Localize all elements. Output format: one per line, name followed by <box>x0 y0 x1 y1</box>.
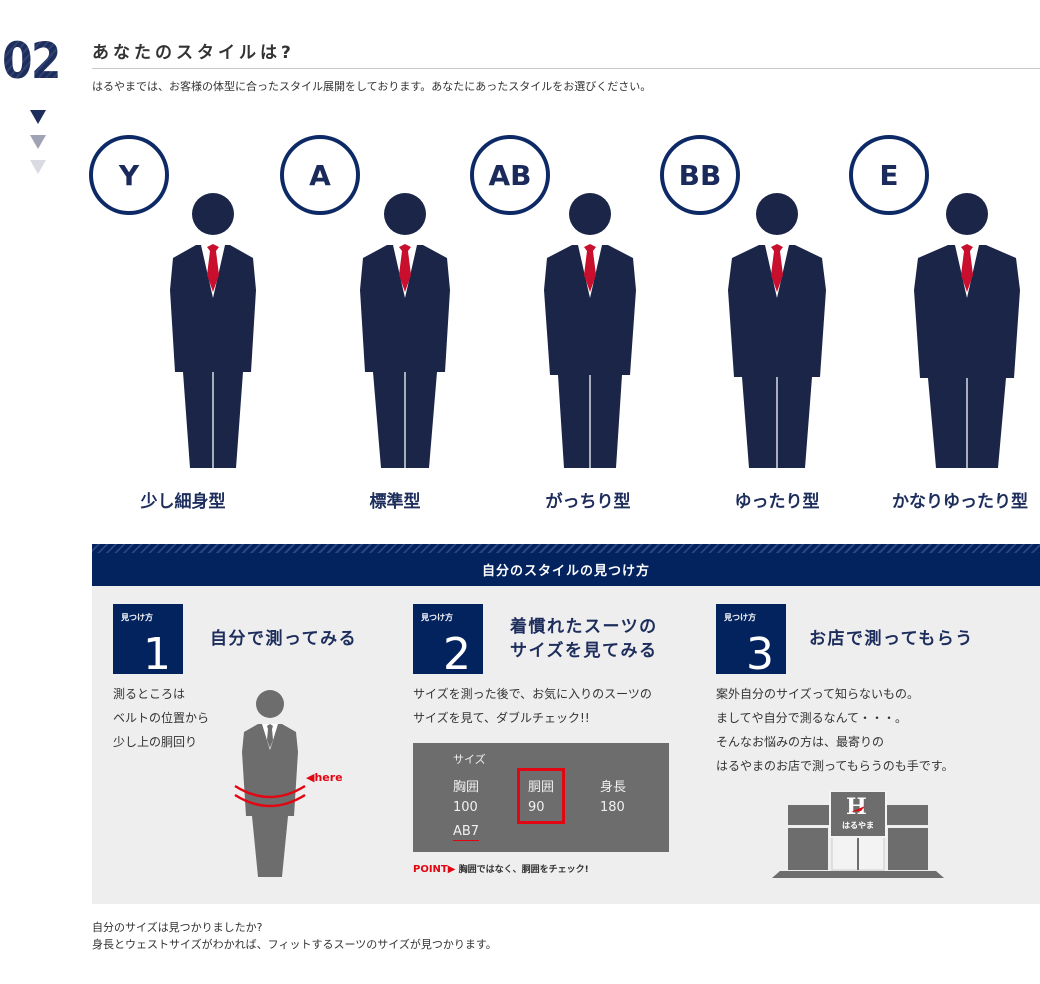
banner-stripe <box>92 544 1040 553</box>
method-3-box: 見つけ方 3 <box>716 604 786 680</box>
step-arrow-1-icon <box>30 110 46 124</box>
method-3-text: 案外自分のサイズって知らないもの。 ましてや自分で測るなんて・・・。 そんなお悩… <box>716 682 954 778</box>
store-front-icon: H はるやま <box>772 791 944 879</box>
section-subtitle: はるやまでは、お客様の体型に合ったスタイル展開をしております。あなたにあったスタ… <box>92 80 652 93</box>
method-tag: 見つけ方 <box>421 613 453 622</box>
method-2-text: サイズを測った後で、お気に入りのスーツの サイズを見て、ダブルチェック!! <box>413 682 652 730</box>
point-note: POINT▶ 胸囲ではなく、胴囲をチェック! <box>413 862 589 875</box>
method-tag: 見つけ方 <box>724 613 756 622</box>
point-text: 胸囲ではなく、胴囲をチェック! <box>458 865 589 875</box>
size-code: AB7 <box>453 824 480 841</box>
waist-label: 胴囲 <box>528 780 555 795</box>
here-marker: ◀here <box>306 771 343 784</box>
style-badge-ab: AB <box>470 135 550 215</box>
footer-line: 身長とウェストサイズがわかれば、フィットするスーツのサイズが見つかります。 <box>92 938 497 951</box>
method-1-box: 見つけ方 1 <box>113 604 183 680</box>
style-code: AB <box>488 158 532 192</box>
text-line: そんなお悩みの方は、最寄りの <box>716 735 885 749</box>
method-number: 3 <box>746 629 774 680</box>
style-badge-y: Y <box>89 135 169 215</box>
method-3-title: お店で測ってもらう <box>809 629 974 649</box>
style-label: 少し細身型 <box>140 492 226 512</box>
logo-swoosh-icon <box>851 806 865 812</box>
style-label: がっちり型 <box>545 492 631 512</box>
style-badge-e: E <box>849 135 929 215</box>
store-logo: H <box>846 794 867 820</box>
section-title: あなたのスタイルは? <box>92 43 295 63</box>
method-number: 1 <box>143 629 171 680</box>
method-2-title: 着慣れたスーツの サイズを見てみる <box>510 615 658 663</box>
size-heading: サイズ <box>453 753 486 766</box>
footer-line: 自分のサイズは見つかりましたか? <box>92 921 263 934</box>
style-label: ゆったり型 <box>734 492 820 512</box>
text-line: 案外自分のサイズって知らないもの。 <box>716 687 920 701</box>
footer-note: 自分のサイズは見つかりましたか? 身長とウェストサイズがわかれば、フィットするス… <box>92 919 497 953</box>
style-code: E <box>879 158 899 192</box>
style-label: かなりゆったり型 <box>892 492 1028 512</box>
title-divider <box>92 68 1040 69</box>
waist-value: 90 <box>528 800 545 815</box>
measuring-figure-icon <box>234 690 306 877</box>
style-label: 標準型 <box>369 492 421 512</box>
method-1-text: 測るところは ベルトの位置から 少し上の胴回り <box>113 682 209 754</box>
text-line: ましてや自分で測るなんて・・・。 <box>716 711 908 725</box>
method-number: 2 <box>443 629 471 680</box>
text-line: はるやまのお店で測ってもらうのも手です。 <box>716 759 954 773</box>
step-arrow-2-icon <box>30 135 46 149</box>
text-line: ベルトの位置から <box>113 711 210 725</box>
text-line: サイズを見て、ダブルチェック!! <box>413 711 590 725</box>
size-label-card: サイズ 胸囲 胴囲 身長 100 90 180 AB7 <box>413 743 669 852</box>
height-label: 身長 <box>600 780 627 795</box>
method-2-box: 見つけ方 2 <box>413 604 483 680</box>
height-value: 180 <box>600 800 625 815</box>
style-badge-a: A <box>280 135 360 215</box>
suit-figure-standard-icon <box>360 193 450 468</box>
text-line: 測るところは <box>113 687 186 701</box>
suit-figure-slim-icon <box>170 193 256 468</box>
guide-banner-title: 自分のスタイルの見つけ方 <box>481 564 650 579</box>
store-sign: はるやま <box>842 821 874 830</box>
suit-figure-relaxed-icon <box>728 193 826 468</box>
step-arrow-3-icon <box>30 160 46 174</box>
style-code: Y <box>118 158 140 192</box>
style-badge-bb: BB <box>660 135 740 215</box>
text-line: 少し上の胴回り <box>113 735 198 749</box>
step-number: 02 <box>2 32 61 90</box>
style-code: BB <box>678 158 722 192</box>
chest-value: 100 <box>453 800 478 815</box>
waist-highlight <box>517 768 565 824</box>
method-tag: 見つけ方 <box>121 613 153 622</box>
text-line: サイズを測った後で、お気に入りのスーツの <box>413 687 652 701</box>
style-code: A <box>309 158 331 192</box>
method-1-title: 自分で測ってみる <box>210 629 358 649</box>
point-label: POINT▶ <box>413 864 456 875</box>
title-line: サイズを見てみる <box>510 641 658 661</box>
suit-figure-athletic-icon <box>544 193 636 468</box>
title-line: 着慣れたスーツの <box>510 617 658 637</box>
chest-label: 胸囲 <box>453 780 480 795</box>
suit-figure-extra-relaxed-icon <box>914 193 1020 468</box>
